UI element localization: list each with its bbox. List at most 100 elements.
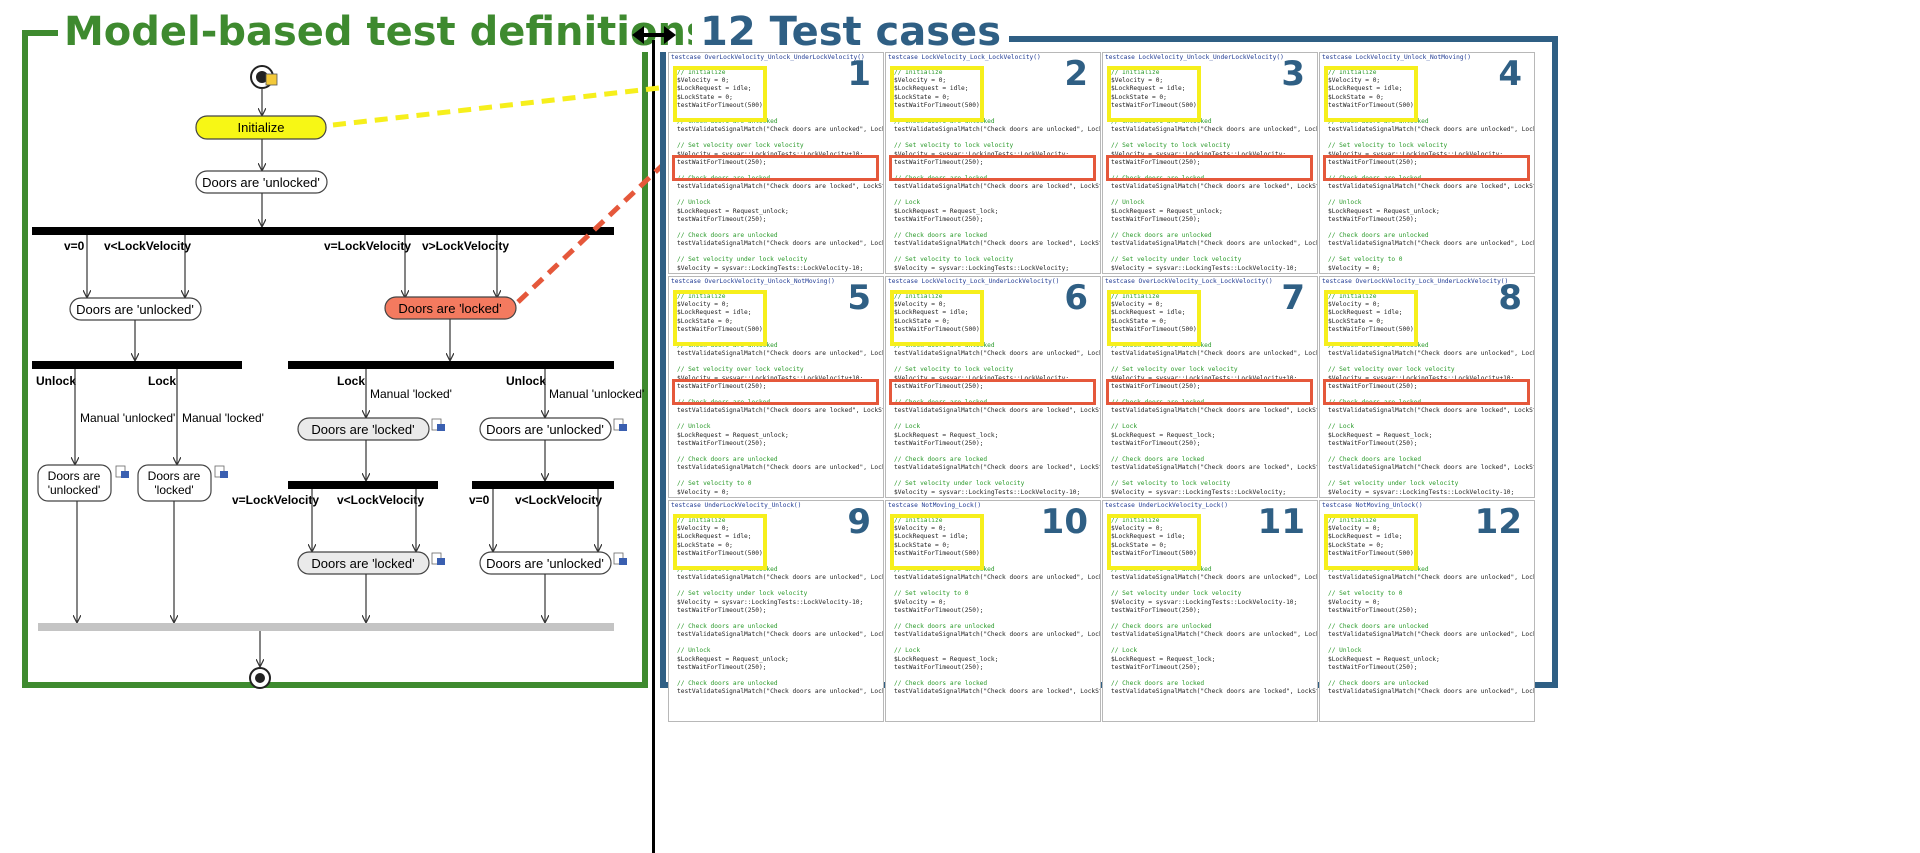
code-line: // Lock [894,423,921,431]
join-bar [38,623,614,631]
code-line: // Unlock [677,423,711,431]
code-line: $Velocity = 0; [677,488,730,496]
test-case-number: 10 [1040,502,1088,542]
code-line: // Set velocity to 0 [1328,256,1403,264]
manual-locked-right: Manual 'locked' [370,387,452,401]
locked-check-highlight [1106,379,1313,405]
code-line: testWaitForTimeout(500); [1111,325,1201,333]
test-case-code: // Initialize$Velocity = 0;$LockRequest … [1111,517,1317,696]
code-spacer [894,224,1100,232]
code-line: testWaitForTimeout(250); [894,273,1100,274]
manual-locked-left: Manual 'locked' [182,411,264,425]
doors-locked-node-2[interactable] [297,417,430,441]
code-spacer [894,672,1100,680]
code-line: // Check doors are unlocked [1111,232,1212,240]
code-spacer [1111,672,1317,680]
test-case-3[interactable]: testcase LockVelocity_Unlock_UnderLockVe… [1102,52,1318,274]
code-spacer [677,472,883,480]
code-spacer [894,582,1100,590]
code-line: testWaitForTimeout(250); [677,497,883,498]
code-line: $Velocity = sysvar::LockingTests::LockVe… [1111,374,1298,382]
test-case-7[interactable]: testcase OverLockVelocity_Lock_LockVeloc… [1102,276,1318,498]
code-line: // Check doors are locked [1111,456,1205,464]
code-line: // Check doors are unlocked [677,456,778,464]
code-line: testValidateSignalMatch("Check doors are… [894,464,1100,472]
code-line: testValidateSignalMatch("Check doors are… [1111,240,1317,248]
code-spacer [1328,358,1534,366]
code-spacer [677,672,883,680]
code-line: testWaitForTimeout(250); [894,606,984,614]
code-line: testWaitForTimeout(250); [1111,663,1201,671]
code-line: $Velocity = sysvar::LockingTests::LockVe… [1111,150,1287,158]
test-case-11[interactable]: testcase UnderLockVelocity_Lock()11// In… [1102,500,1318,722]
code-line: // Initialize [1111,517,1160,524]
test-case-name: testcase UnderLockVelocity_Lock() [1105,502,1228,509]
locked-check-highlight [889,379,1096,405]
code-line: // Set velocity over lock velocity [677,142,804,150]
code-spacer [677,639,883,647]
initialize-highlight [890,66,984,122]
code-line: // Check doors are locked [1111,680,1205,688]
test-case-number: 6 [1064,278,1088,318]
code-line: // Check doors are locked [894,680,988,688]
code-spacer [1328,448,1534,456]
code-line: // Lock [1111,423,1138,431]
code-line: $LockState = 0; [894,317,950,325]
code-line: $LockState = 0; [677,317,733,325]
test-case-12[interactable]: testcase NotMoving_Unlock()12// Initiali… [1319,500,1535,722]
code-line: $Velocity = 0; [1328,598,1381,606]
code-line: // Unlock [1328,199,1362,207]
code-line: // Lock [1328,423,1355,431]
test-case-name: testcase OverLockVelocity_Lock_UnderLock… [1322,278,1509,285]
locked-check-highlight [889,155,1096,181]
test-case-number: 1 [847,54,871,94]
fork-bar-1 [32,227,614,235]
code-line: $LockState = 0; [1111,93,1167,101]
test-case-6[interactable]: testcase LockVelocity_Lock_UnderLockVelo… [885,276,1101,498]
test-case-8[interactable]: testcase OverLockVelocity_Lock_UnderLock… [1319,276,1535,498]
test-case-code: // Initialize$Velocity = 0;$LockRequest … [894,69,1100,274]
code-line: // Lock [1111,647,1138,655]
code-line: $LockRequest = idle; [677,309,752,317]
initialize-highlight [890,290,984,346]
code-line: testWaitForTimeout(250); [1328,439,1418,447]
note-icon-2 [214,465,228,478]
locked-q-label-2: 'locked' [154,483,193,497]
guard-v-less: v<LockVelocity [104,239,191,253]
test-case-9[interactable]: testcase UnderLockVelocity_Unlock()9// I… [668,500,884,722]
code-line: testWaitForTimeout(250); [1111,497,1317,498]
test-case-name: testcase LockVelocity_Lock_UnderLockVelo… [888,278,1060,285]
guard-v-equal-2: v=LockVelocity [232,493,319,507]
initialize-node[interactable] [195,115,327,140]
test-case-number: 4 [1498,54,1522,94]
test-case-1[interactable]: testcase OverLockVelocity_Unlock_UnderLo… [668,52,884,274]
code-line: // Initialize [677,293,726,300]
test-case-4[interactable]: testcase LockVelocity_Unlock_NotMoving()… [1319,52,1535,274]
guard-lock-left: Lock [148,374,176,388]
code-line: testValidateSignalMatch("Check doors are… [1328,350,1534,358]
code-line: // Initialize [894,69,943,76]
test-case-10[interactable]: testcase NotMoving_Lock()10// Initialize… [885,500,1101,722]
code-line: testValidateSignalMatch("Check doors are… [1111,407,1317,415]
code-spacer [677,134,883,142]
note-icon-5 [431,552,445,565]
code-line: $Velocity = 0; [894,525,947,533]
doors-unlocked-manual-node[interactable] [37,464,112,502]
note-icon-4 [613,418,627,431]
initialize-highlight [673,514,767,570]
doors-locked-3-label: Doors are 'locked' [311,556,414,571]
test-case-5[interactable]: testcase OverLockVelocity_Unlock_NotMovi… [668,276,884,498]
code-line: // Initialize [1328,293,1377,300]
manual-unlocked-right: Manual 'unlocked' [549,387,644,401]
test-case-2[interactable]: testcase LockVelocity_Lock_LockVelocity(… [885,52,1101,274]
code-spacer [677,615,883,623]
code-line: // Set velocity under lock velocity [677,590,808,598]
initialize-highlight [1324,66,1418,122]
code-line: $LockRequest = idle; [894,533,969,541]
code-line: // Initialize [677,517,726,524]
code-spacer [1111,224,1317,232]
code-line: $Velocity = 0; [1328,77,1381,85]
code-line: $Velocity = sysvar::LockingTests::LockVe… [1111,488,1287,496]
doors-locked-node-3[interactable] [297,551,430,575]
code-line: $LockRequest = Request_lock; [894,207,999,215]
